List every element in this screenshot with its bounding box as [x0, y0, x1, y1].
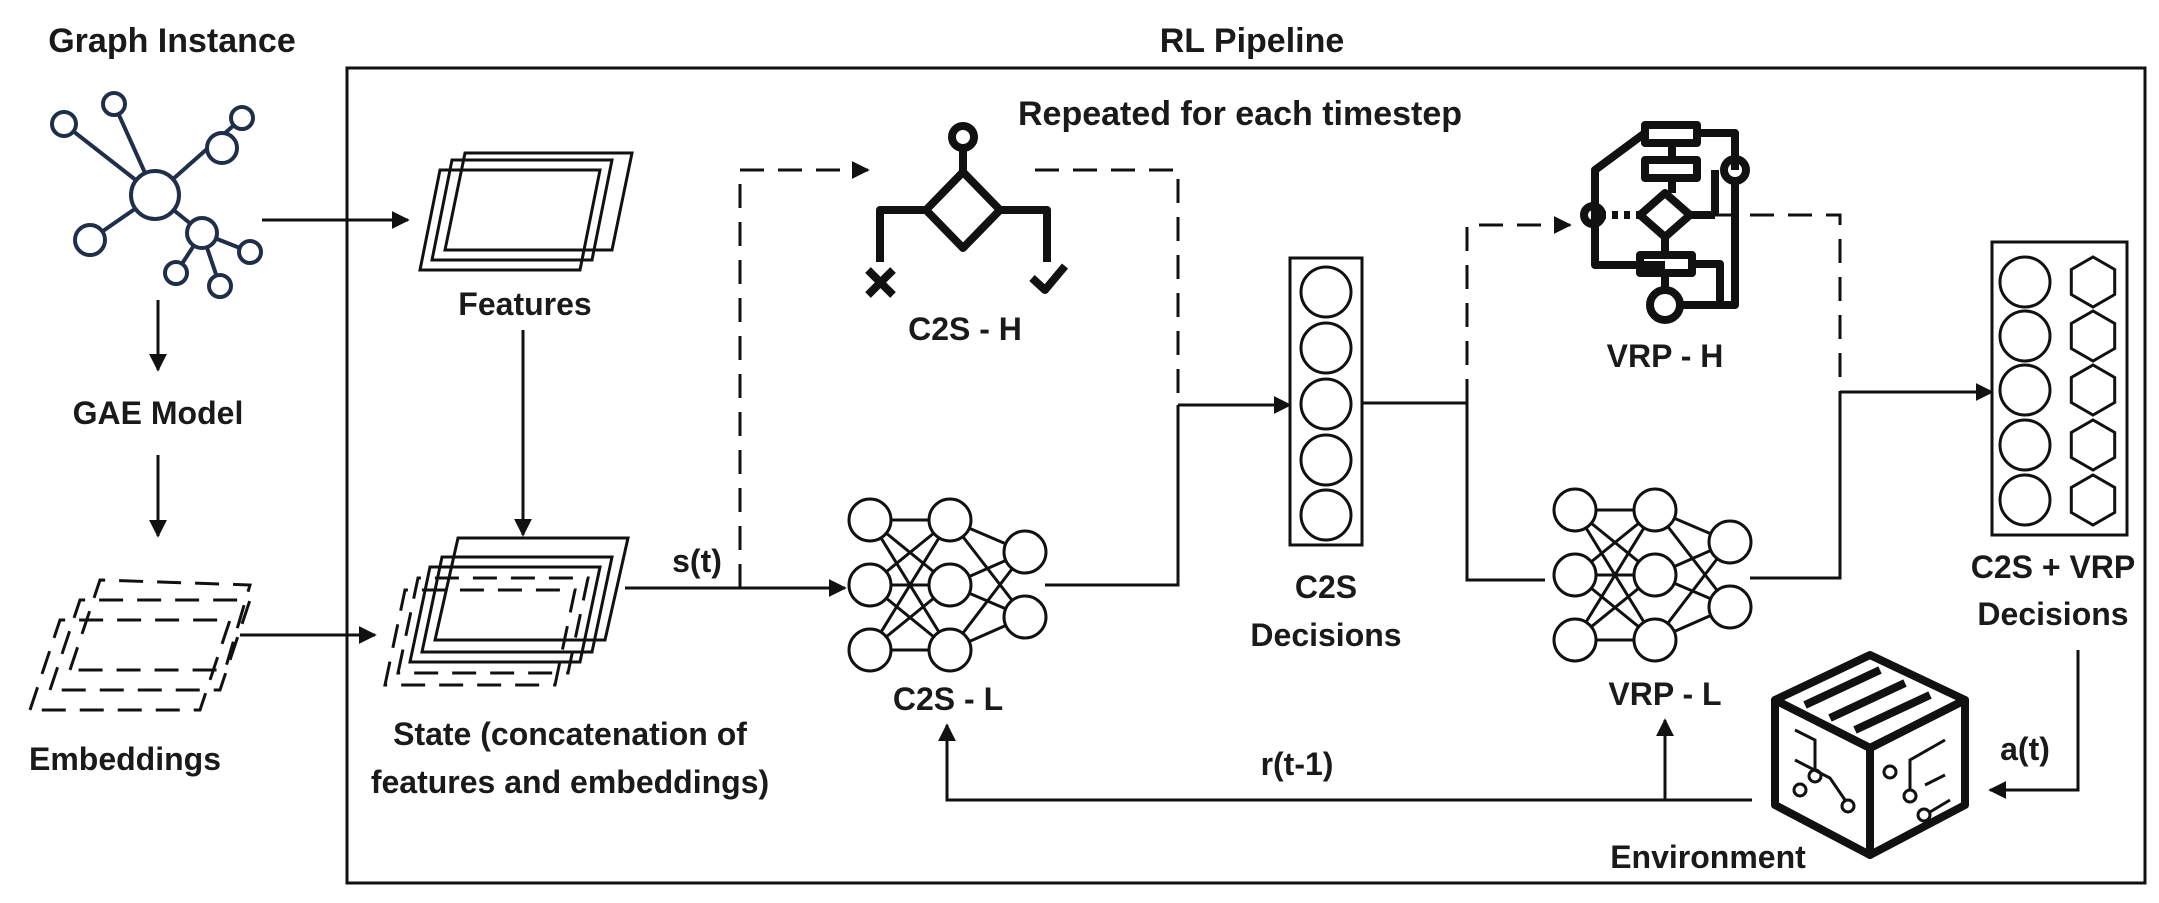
c2s-decisions-line1: C2S [1295, 569, 1357, 605]
rl-pipeline-title: RL Pipeline [1160, 22, 1345, 60]
state-to-c2s-h-dashed-arrow [738, 161, 870, 588]
features-icon [418, 151, 634, 272]
s-t-label: s(t) [672, 543, 722, 579]
final-decision-hexagons [2069, 255, 2117, 527]
nn-node [927, 497, 973, 543]
c2s-l-label: C2S - L [893, 681, 1003, 717]
c2s-decisions-line2: Decisions [1250, 617, 1401, 653]
rl-pipeline-frame [345, 66, 2147, 885]
nn-node [847, 497, 893, 543]
repeated-label: Repeated for each timestep [1018, 95, 1462, 133]
nn-node [1552, 487, 1598, 533]
nn-edge [1573, 509, 1657, 641]
c2s-decision-circles [1299, 265, 1353, 542]
nn-node [1632, 487, 1678, 533]
nn-node [1552, 552, 1598, 598]
embeddings-label: Embeddings [29, 741, 221, 777]
nn-node [1002, 594, 1048, 640]
c2s-h-label: C2S - H [908, 311, 1022, 347]
nn-node [1002, 529, 1048, 575]
c2s-vrp-line1: C2S + VRP [1971, 549, 2136, 585]
reward-feedback-arrow [938, 723, 1752, 802]
features-label: Features [458, 286, 591, 322]
c2s-h-output-dashed [1035, 168, 1180, 405]
vrp-h-output-dashed [1712, 213, 1842, 395]
neural-network-icon [847, 497, 1048, 673]
vrp-l-label: VRP - L [1608, 676, 1721, 712]
nn-node [1632, 617, 1678, 663]
a-t-label: a(t) [2000, 731, 2050, 767]
flowchart-icon [1580, 121, 1750, 324]
nn-node [927, 562, 973, 608]
vrp-h-label: VRP - H [1607, 338, 1724, 374]
r-t1-label: r(t-1) [1261, 746, 1334, 782]
vrp-l-output-line [1750, 392, 1842, 580]
c2s-vrp-line2: Decisions [1977, 596, 2128, 632]
nn-edge [868, 519, 952, 651]
c2s-to-vrp-h-dashed-arrow [1465, 216, 1572, 403]
graph-network-icon [50, 91, 263, 299]
c2s-to-vrp-line [1362, 401, 1545, 582]
c2s-l-output-line [1045, 405, 1180, 587]
state-label-line2: features and embeddings) [371, 764, 769, 800]
nn-node [1707, 519, 1753, 565]
embeddings-icon [27, 578, 253, 712]
nn-node [1552, 617, 1598, 663]
nn-node [847, 627, 893, 673]
gae-model-label: GAE Model [73, 395, 244, 431]
decisions-to-environment-arrow [1988, 650, 2080, 799]
decision-hexagon [2069, 418, 2117, 472]
nn-node [847, 562, 893, 608]
nn-node [1632, 552, 1678, 598]
state-icon [383, 536, 630, 687]
decision-hexagon [2069, 363, 2117, 417]
environment-label: Environment [1610, 839, 1806, 875]
final-decision-circles [1998, 255, 2052, 527]
nn-node [1707, 584, 1753, 630]
decision-hexagon [2069, 309, 2117, 363]
nn-node [927, 627, 973, 673]
state-label-line1: State (concatenation of [393, 716, 747, 752]
neural-network-icon [1552, 487, 1753, 663]
decision-hexagon [2069, 255, 2117, 309]
decision-diamond-icon [865, 122, 1069, 298]
graph-instance-title: Graph Instance [48, 22, 296, 60]
circuit-cube-icon [1771, 651, 1969, 859]
decision-hexagon [2069, 473, 2117, 527]
